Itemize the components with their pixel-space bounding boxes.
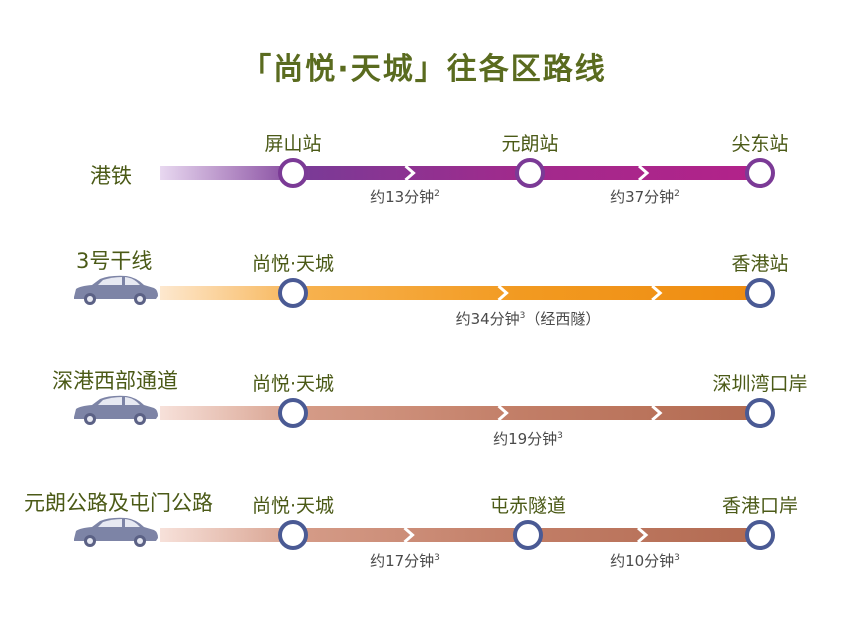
travel-time-text: 约13分钟	[370, 188, 435, 206]
route-line	[160, 398, 775, 428]
station-label: 深圳湾口岸	[712, 373, 808, 395]
station-circle-icon	[278, 398, 308, 428]
route-bar	[160, 406, 760, 420]
travel-time-text: 约19分钟	[493, 430, 558, 448]
chevron-icon	[638, 164, 650, 182]
route-mode-label: 深港西部通道	[52, 369, 178, 393]
station-circle-icon	[278, 520, 308, 550]
station-circle-icon	[745, 158, 775, 188]
route-line	[160, 520, 775, 550]
station-circle-icon	[278, 158, 308, 188]
car-icon	[74, 395, 158, 425]
route-line	[160, 158, 775, 188]
station-label: 香港口岸	[721, 495, 799, 517]
station-label: 尖东站	[731, 133, 789, 155]
route-line	[160, 278, 775, 308]
chevron-icon	[497, 404, 509, 422]
travel-time: 约37分钟2	[610, 186, 680, 207]
chevron-icon	[651, 284, 663, 302]
chevron-icon	[651, 404, 663, 422]
travel-time: 约19分钟3	[493, 428, 563, 449]
station-label: 屯赤隧道	[489, 495, 567, 517]
page-title: 「尚悦·天城」往各区路线	[241, 52, 607, 87]
route-bar	[160, 166, 760, 180]
travel-time-text: 约34分钟	[455, 310, 520, 328]
route-mode-label: 港铁	[90, 164, 132, 188]
travel-time: 约13分钟2	[370, 186, 440, 207]
route-mode-label: 3号干线	[76, 249, 153, 273]
route-bar	[160, 286, 760, 300]
travel-time-text: 约10分钟	[610, 552, 675, 570]
station-circle-icon	[515, 158, 545, 188]
footnote-marker: 3	[557, 431, 563, 441]
travel-time: 约17分钟3	[370, 550, 440, 571]
route-row: 深港西部通道 尚悦·天城 深圳湾口岸约19分钟3	[0, 360, 848, 470]
station-circle-icon	[745, 398, 775, 428]
station-circle-icon	[513, 520, 543, 550]
station-label: 尚悦·天城	[251, 495, 335, 517]
chevron-icon	[637, 526, 649, 544]
route-mode-label: 元朗公路及屯门公路	[24, 491, 213, 515]
travel-time: 约34分钟3（经西隧）	[456, 308, 601, 329]
footnote-marker: 2	[674, 189, 680, 199]
route-bar	[160, 528, 760, 542]
route-row: 3号干线 尚悦·天城 香港站约34分钟3（经西隧）	[0, 240, 848, 350]
station-label: 元朗站	[501, 133, 559, 155]
station-label: 尚悦·天城	[251, 253, 335, 275]
chevron-icon	[404, 164, 416, 182]
station-label: 尚悦·天城	[251, 373, 335, 395]
station-circle-icon	[745, 520, 775, 550]
travel-time: 约10分钟3	[610, 550, 680, 571]
travel-time-suffix: （经西隧）	[525, 310, 601, 328]
travel-time-text: 约17分钟	[370, 552, 435, 570]
travel-time-text: 约37分钟	[610, 188, 675, 206]
car-icon	[74, 517, 158, 547]
car-icon	[74, 275, 158, 305]
chevron-icon	[403, 526, 415, 544]
footnote-marker: 2	[434, 189, 440, 199]
station-circle-icon	[278, 278, 308, 308]
footnote-marker: 3	[519, 311, 526, 321]
footnote-marker: 3	[434, 553, 440, 563]
station-circle-icon	[745, 278, 775, 308]
footnote-marker: 3	[674, 553, 680, 563]
station-label: 屏山站	[264, 133, 322, 155]
chevron-icon	[497, 284, 509, 302]
station-label: 香港站	[731, 253, 789, 275]
